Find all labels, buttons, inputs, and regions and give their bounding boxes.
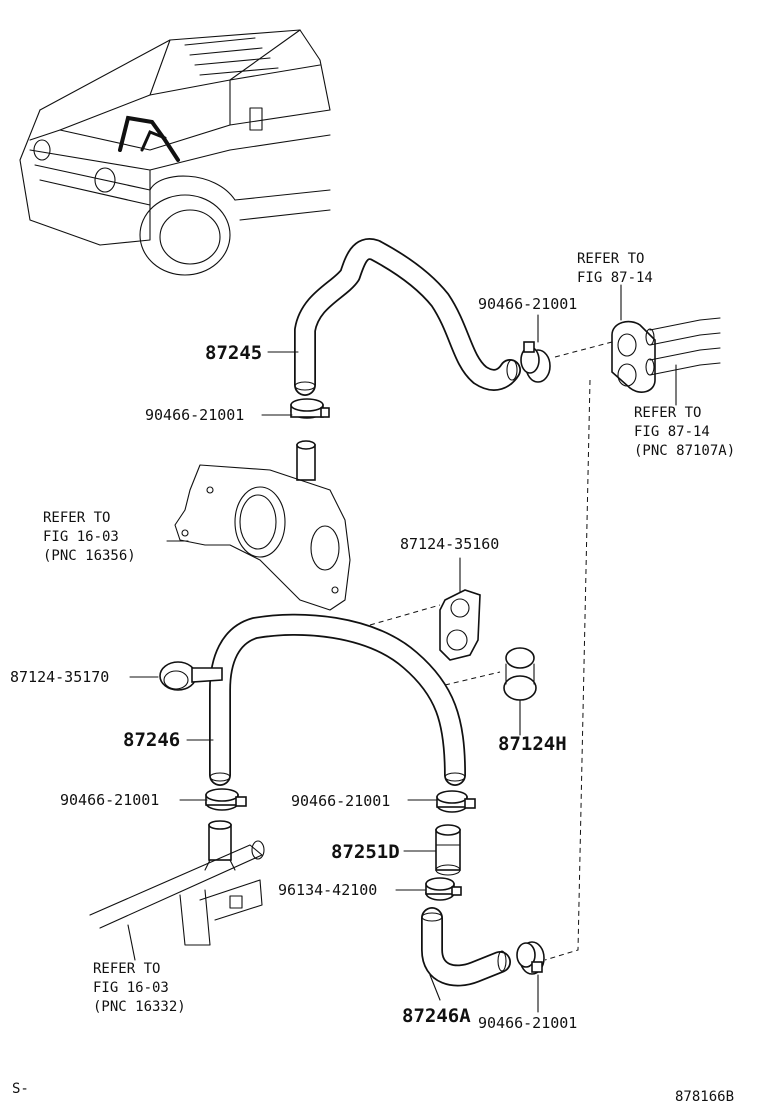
label-fig-16-03-upper: FIG 16-03 bbox=[43, 529, 119, 545]
heater-pipes bbox=[645, 317, 721, 376]
label-pnc-16356: (PNC 16356) bbox=[43, 548, 136, 564]
label-refer-to-upper-left: REFER TO bbox=[43, 510, 110, 526]
label-87245: 87245 bbox=[205, 342, 262, 364]
label-90466-21001-mid-right: 90466-21001 bbox=[291, 792, 390, 810]
label-refer-to-right: REFER TO bbox=[634, 405, 701, 421]
label-fig-87-14-top: FIG 87-14 bbox=[577, 270, 653, 286]
label-90466-21001-upper-right: 90466-21001 bbox=[478, 295, 577, 313]
label-refer-to-top: REFER TO bbox=[577, 251, 644, 267]
water-outlet-housing bbox=[174, 440, 351, 611]
clamp-96134-42100 bbox=[425, 877, 462, 901]
label-refer-to-lower: REFER TO bbox=[93, 961, 160, 977]
clamp-upper-left bbox=[290, 398, 330, 419]
label-90466-21001-mid-left: 90466-21001 bbox=[60, 791, 159, 809]
dashed-line-holder bbox=[369, 604, 501, 686]
grommet-fig-87-14 bbox=[611, 320, 656, 393]
label-96134-42100: 96134-42100 bbox=[278, 881, 377, 899]
clamp-87124-35170 bbox=[159, 661, 223, 691]
label-90466-21001-lower-right: 90466-21001 bbox=[478, 1014, 577, 1032]
vehicle-illustration bbox=[19, 29, 331, 276]
label-fig-16-03-lower: FIG 16-03 bbox=[93, 980, 169, 996]
label-corner-left: S- bbox=[12, 1081, 29, 1097]
clamp-lower-right bbox=[516, 941, 545, 975]
label-87246A: 87246A bbox=[402, 1005, 471, 1027]
hose-87245 bbox=[294, 238, 521, 396]
label-87124H: 87124H bbox=[498, 733, 567, 755]
hose-87246 bbox=[209, 613, 466, 786]
label-87251D: 87251D bbox=[331, 841, 400, 863]
label-90466-21001-upper-left: 90466-21001 bbox=[145, 406, 244, 424]
dashed-line-right bbox=[544, 341, 613, 961]
label-87124-35170: 87124-35170 bbox=[10, 668, 109, 686]
label-pnc-16332: (PNC 16332) bbox=[93, 999, 186, 1015]
leader-lines bbox=[127, 284, 677, 1013]
clamp-87124H bbox=[503, 647, 537, 701]
label-87246: 87246 bbox=[123, 729, 180, 751]
water-bypass-pipe bbox=[89, 820, 265, 946]
label-87124-35160: 87124-35160 bbox=[400, 535, 499, 553]
hose-87246A bbox=[421, 907, 511, 987]
label-pnc-87107a: (PNC 87107A) bbox=[634, 443, 735, 459]
clamp-upper-right bbox=[520, 341, 551, 383]
clamp-mid-left bbox=[205, 788, 247, 811]
clamp-mid-right bbox=[436, 790, 476, 813]
clamp-holder-87124-35160 bbox=[439, 589, 481, 661]
label-fig-87-14-right: FIG 87-14 bbox=[634, 424, 710, 440]
pipe-87251D bbox=[435, 824, 461, 876]
label-figure-code: 878166B bbox=[675, 1089, 734, 1105]
